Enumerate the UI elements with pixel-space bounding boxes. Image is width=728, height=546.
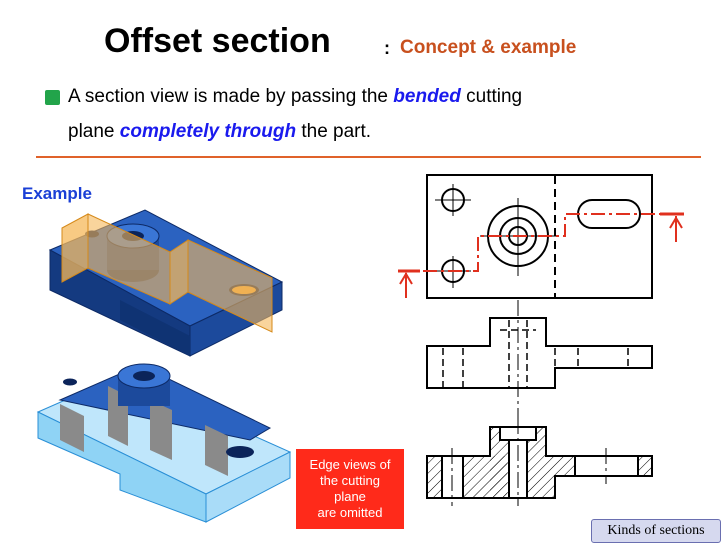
cutting-plane-line bbox=[398, 212, 684, 298]
isometric-sectioned-part bbox=[36, 363, 292, 523]
front-view bbox=[426, 317, 653, 389]
example-label: Example bbox=[22, 184, 92, 203]
hatch-region bbox=[490, 427, 509, 498]
top-view-outline bbox=[426, 174, 653, 299]
sectional-view-outline bbox=[426, 426, 653, 499]
bullet-text-line-1: A section view is made by passing the be… bbox=[68, 86, 522, 108]
note-line: plane bbox=[334, 489, 366, 504]
text-part: the part. bbox=[296, 121, 372, 142]
arrowhead-right-icon bbox=[669, 216, 683, 229]
divider-rule bbox=[36, 156, 701, 158]
note-line: the cutting bbox=[320, 473, 380, 488]
bullet-text-line-2: plane completely through the part. bbox=[68, 121, 371, 143]
slide-subtitle: Concept & example bbox=[400, 37, 577, 58]
hatch-region bbox=[428, 456, 442, 498]
cutting-plane-segment-3 bbox=[169, 239, 189, 305]
cutting-plane-path bbox=[398, 213, 668, 272]
sectioned-hole-left bbox=[63, 378, 77, 386]
text-part: A section view is made by passing the bbox=[68, 86, 394, 107]
emphasis-bended: bended bbox=[393, 86, 461, 107]
text-part: plane bbox=[68, 121, 120, 142]
bullet-square-icon bbox=[45, 90, 60, 105]
edge-views-note: Edge views of the cutting plane are omit… bbox=[296, 449, 404, 529]
slide-title: Offset section bbox=[104, 22, 331, 60]
cutting-plane-segment-4 bbox=[187, 239, 273, 333]
section-face-3 bbox=[150, 400, 172, 460]
section-face-1 bbox=[60, 404, 84, 452]
removed-half-side bbox=[205, 451, 291, 523]
hatch-region bbox=[527, 427, 575, 498]
title-separator: : bbox=[384, 38, 390, 58]
front-view-outline bbox=[426, 317, 653, 389]
kinds-of-sections-button[interactable]: Kinds of sections bbox=[591, 519, 721, 543]
text-part: cutting bbox=[460, 86, 523, 107]
sectional-view bbox=[426, 418, 653, 506]
isometric-part-with-cutting-plane bbox=[48, 209, 284, 357]
emphasis-completely-through: completely through bbox=[119, 121, 297, 142]
section-face-4 bbox=[205, 425, 228, 476]
note-line: Edge views of bbox=[309, 457, 391, 472]
note-line: are omitted bbox=[317, 505, 383, 520]
sectioned-slot bbox=[226, 446, 254, 458]
part-step-face bbox=[120, 300, 190, 356]
hatch-region bbox=[638, 456, 652, 476]
arrowhead-left-icon bbox=[399, 272, 413, 285]
sectioned-boss-hole bbox=[133, 371, 155, 381]
